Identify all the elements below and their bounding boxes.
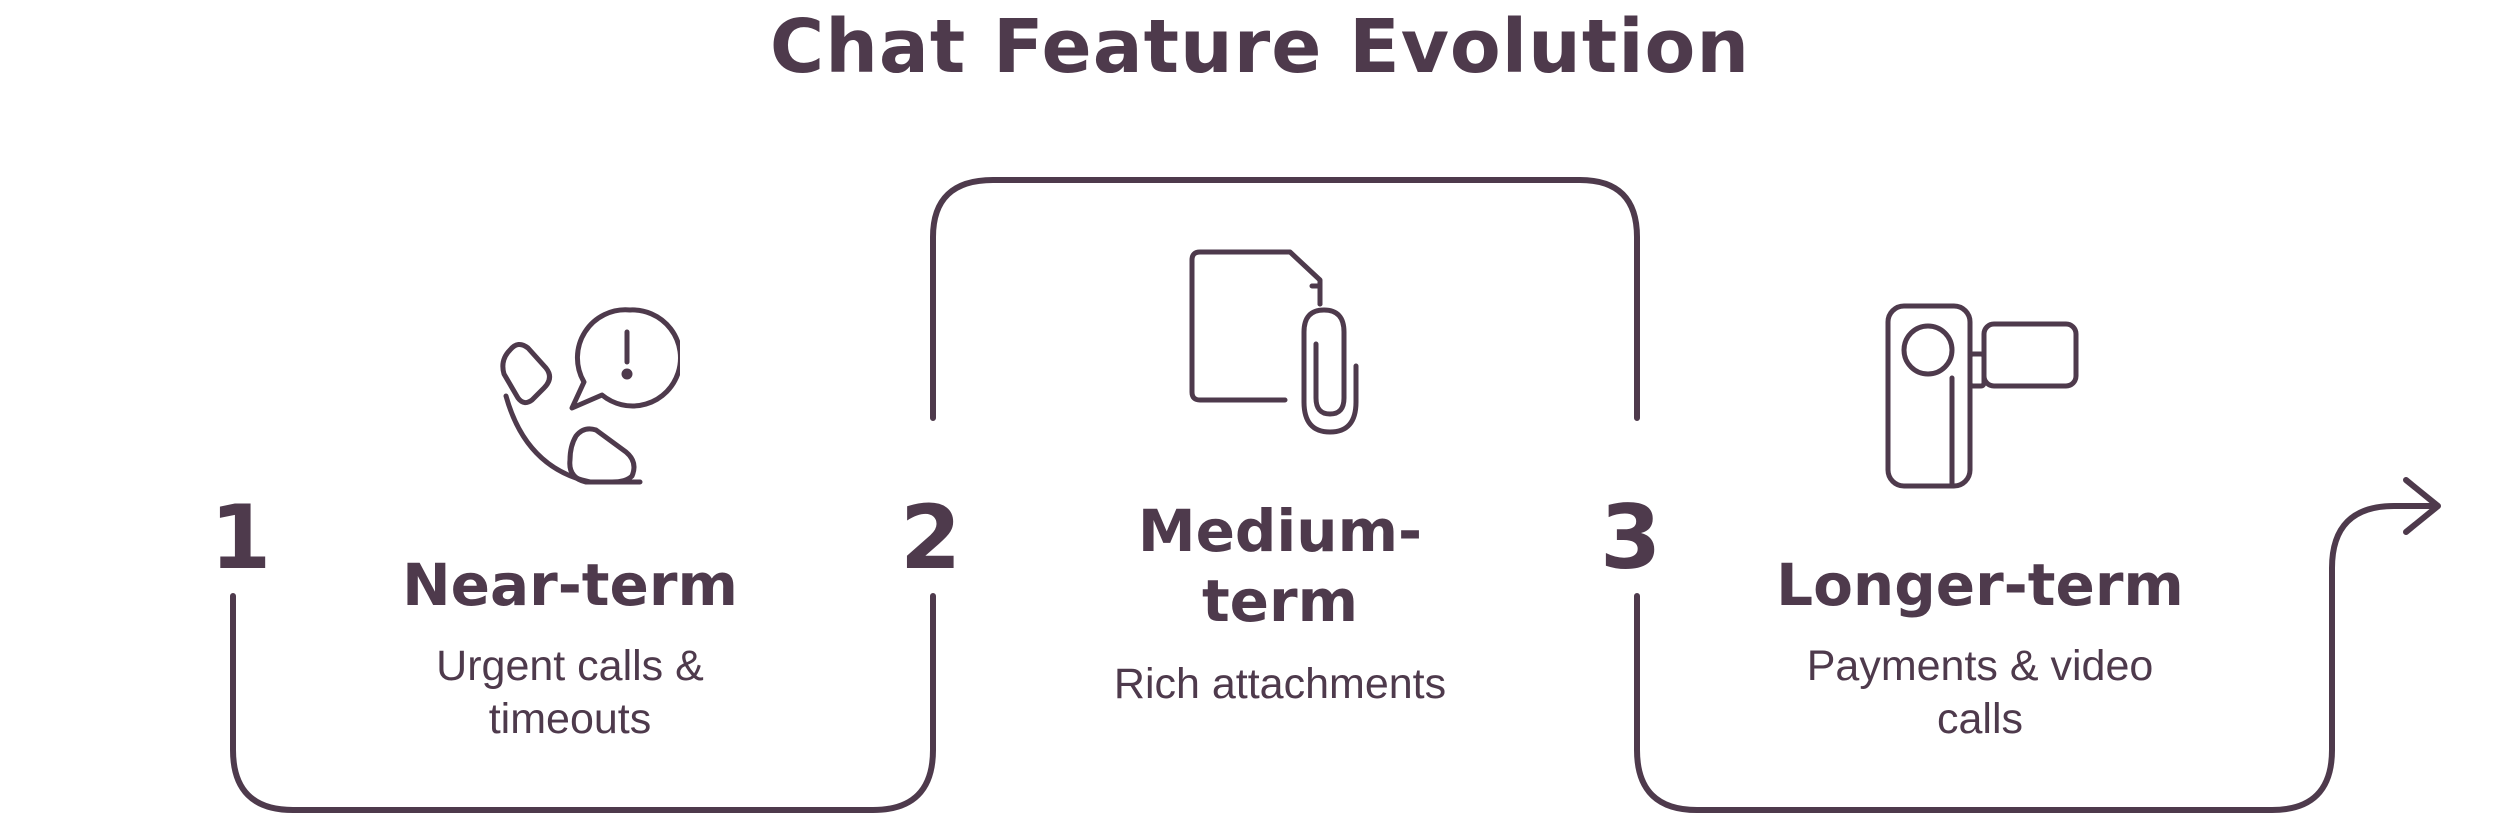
step-description-3-line-2: calls bbox=[1936, 695, 2024, 743]
step-description-1: Urgent calls & timeouts bbox=[330, 640, 810, 746]
flow-segment-3 bbox=[1634, 503, 2435, 813]
step-description-1-line-2: timeouts bbox=[488, 695, 652, 743]
step-heading-2: Medium- term bbox=[1040, 496, 1520, 636]
diagram-title: Chat Feature Evolution bbox=[769, 4, 1751, 90]
step-number-3: 3 bbox=[1600, 486, 1662, 589]
step-heading-2-line-1: Medium- bbox=[1137, 497, 1423, 565]
video-camera-icon bbox=[1880, 302, 2090, 496]
step-heading-2-line-2: term bbox=[1201, 567, 1359, 635]
step-description-2: Rich attachments bbox=[1113, 660, 1447, 708]
flow-arrow-head bbox=[2403, 477, 2441, 535]
phone-alert-icon bbox=[480, 300, 683, 494]
flow-segment-1 bbox=[230, 593, 936, 813]
step-heading-1: Near-term bbox=[402, 551, 738, 619]
step-description-3: Payments & video calls bbox=[1740, 640, 2220, 746]
step-number-2: 2 bbox=[900, 486, 962, 589]
step-description-1-line-1: Urgent calls & bbox=[436, 642, 704, 690]
step-heading-3: Longer-term bbox=[1776, 551, 2184, 619]
step-number-1: 1 bbox=[210, 486, 272, 589]
flow-segment-2 bbox=[930, 177, 1640, 421]
step-description-3-line-1: Payments & video bbox=[1806, 642, 2154, 690]
attachment-file-icon bbox=[1180, 248, 1400, 442]
